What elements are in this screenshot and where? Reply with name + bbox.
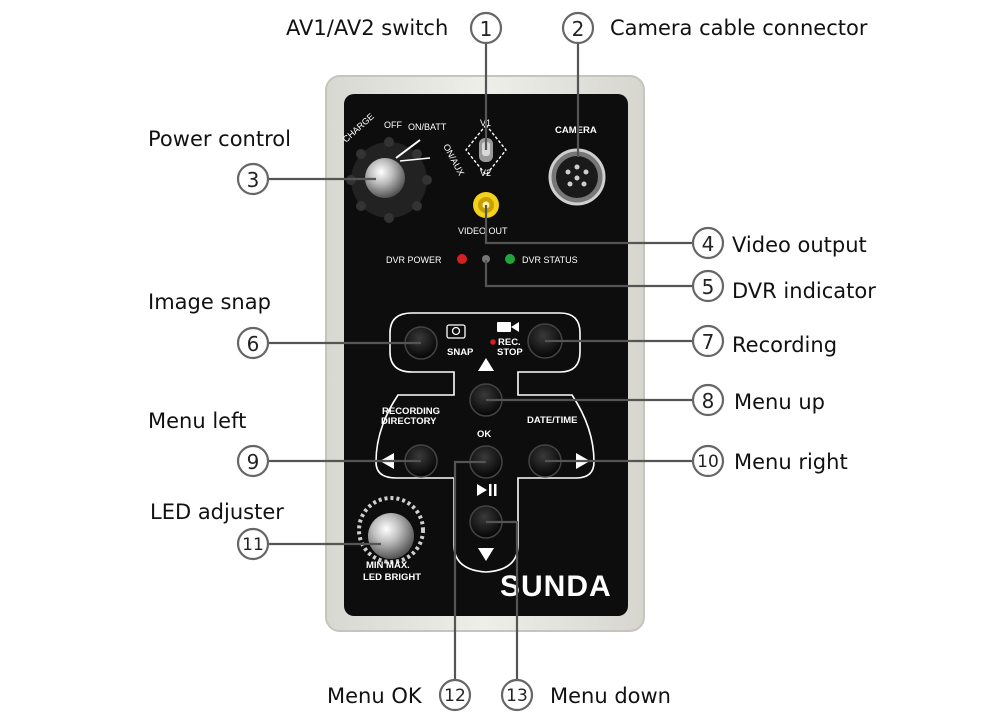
callout-label-5: DVR indicator bbox=[732, 279, 876, 303]
badge-12 bbox=[438, 678, 472, 712]
down-arrow-icon bbox=[478, 548, 494, 561]
callout-label-9: Menu left bbox=[148, 409, 246, 433]
badge-11 bbox=[236, 527, 270, 561]
led-brightness-knob[interactable] bbox=[357, 496, 425, 564]
callout-number-11: 11 bbox=[242, 535, 264, 555]
label-led-bright: LED BRIGHT bbox=[363, 572, 421, 583]
dvr-power-led bbox=[457, 254, 467, 264]
badge-7 bbox=[691, 324, 725, 358]
label-date-time: DATE/TIME bbox=[527, 415, 578, 426]
play-pause-icon bbox=[477, 484, 497, 496]
callout-label-11: LED adjuster bbox=[150, 500, 284, 524]
callout-number-13: 13 bbox=[506, 686, 528, 706]
dvr-status-led bbox=[505, 254, 515, 264]
callout-number-9: 9 bbox=[247, 450, 260, 474]
label-snap: SNAP bbox=[447, 347, 474, 358]
callout-number-1: 1 bbox=[480, 17, 493, 41]
callout-label-7: Recording bbox=[732, 333, 837, 357]
callout-label-2: Camera cable connector bbox=[610, 16, 868, 40]
badge-8 bbox=[691, 383, 725, 417]
badge-5 bbox=[691, 269, 725, 303]
label-dvr-status: DVR STATUS bbox=[522, 255, 578, 265]
callout-label-12: Menu OK bbox=[327, 684, 423, 708]
badge-1 bbox=[469, 11, 503, 45]
callout-badges bbox=[236, 11, 725, 712]
badge-10 bbox=[691, 444, 725, 478]
callout-number-2: 2 bbox=[572, 17, 585, 41]
camera-icon bbox=[446, 324, 466, 339]
video-camera-icon bbox=[497, 322, 519, 332]
camera-connector[interactable] bbox=[548, 148, 606, 206]
callout-number-7: 7 bbox=[702, 330, 715, 354]
label-on-batt: ON/BATT bbox=[408, 122, 447, 132]
callout-number-10: 10 bbox=[697, 452, 719, 472]
label-stop: STOP bbox=[497, 347, 523, 358]
panel-face bbox=[344, 94, 628, 616]
device-housing bbox=[325, 75, 645, 632]
callout-label-4: Video output bbox=[732, 233, 867, 257]
callout-number-3: 3 bbox=[247, 168, 260, 192]
callout-number-5: 5 bbox=[702, 275, 715, 299]
callout-label-10: Menu right bbox=[734, 450, 848, 474]
label-directory: DIRECTORY bbox=[381, 416, 437, 427]
label-rec: REC. bbox=[498, 337, 521, 348]
rec-dot-icon bbox=[490, 339, 496, 345]
keypad-outline bbox=[375, 312, 595, 573]
callout-number-4: 4 bbox=[702, 232, 715, 256]
callout-number-12: 12 bbox=[444, 686, 466, 706]
badge-13 bbox=[500, 678, 534, 712]
power-control-knob[interactable] bbox=[346, 137, 432, 223]
brand-logo: SUNDA bbox=[500, 570, 612, 603]
callout-label-3: Power control bbox=[148, 127, 291, 151]
badge-3 bbox=[236, 162, 270, 196]
label-recording: RECORDING bbox=[382, 406, 440, 417]
badge-6 bbox=[236, 326, 270, 360]
callout-label-8: Menu up bbox=[734, 390, 825, 414]
badge-4 bbox=[691, 226, 725, 260]
up-arrow-icon bbox=[478, 358, 494, 371]
callout-label-6: Image snap bbox=[148, 290, 271, 314]
label-off: OFF bbox=[384, 120, 402, 130]
dvr-indicator-dot bbox=[482, 255, 490, 263]
label-dvr-power: DVR POWER bbox=[386, 255, 442, 265]
badge-2 bbox=[561, 11, 595, 45]
callout-number-6: 6 bbox=[247, 332, 260, 356]
callout-label-1: AV1/AV2 switch bbox=[286, 16, 448, 40]
callout-number-8: 8 bbox=[702, 389, 715, 413]
leader-lines bbox=[268, 43, 693, 680]
label-camera: CAMERA bbox=[555, 125, 597, 136]
label-v2: V2 bbox=[480, 168, 491, 178]
label-video-out: VIDEO OUT bbox=[458, 226, 508, 236]
callout-label-13: Menu down bbox=[550, 684, 671, 708]
badge-9 bbox=[236, 444, 270, 478]
label-led-minmax: MIN MAX. bbox=[366, 560, 410, 571]
label-ok: OK bbox=[477, 429, 491, 440]
